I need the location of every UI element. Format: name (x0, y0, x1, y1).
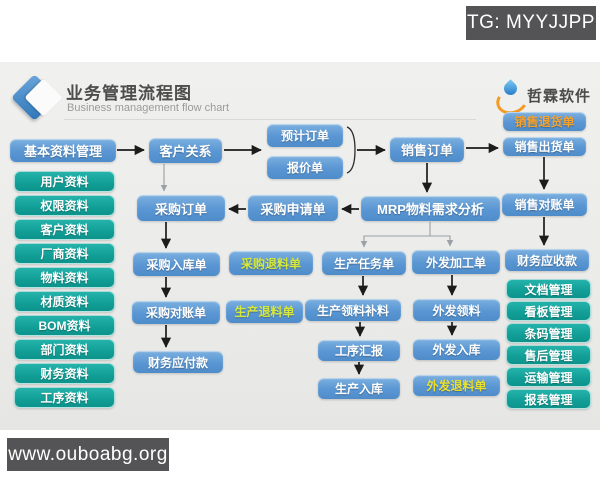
brand-logo: 哲霖软件 (492, 79, 591, 119)
node-sales-delivery: 销售出货单 (503, 137, 586, 156)
sidebar-item-permission-data: 权限资料 (14, 195, 115, 216)
tg-watermark-badge: TG: MYYJJPP (466, 6, 596, 40)
sidebar-item-department-data: 部门资料 (14, 339, 115, 360)
node-finance-payable: 财务应付款 (133, 351, 223, 373)
sidebar-item-vendor-data: 厂商资料 (14, 243, 115, 264)
menu-item-aftersales-mgmt: 售后管理 (506, 345, 591, 365)
page-title: 业务管理流程图 (66, 84, 192, 103)
node-customer-relation: 客户关系 (149, 138, 222, 163)
water-drop-icon (492, 79, 532, 119)
node-purchase-inbound: 采购入库单 (133, 252, 220, 276)
menu-item-transport-mgmt: 运输管理 (506, 367, 591, 387)
menu-item-kanban-mgmt: 看板管理 (506, 301, 591, 321)
node-forecast-order: 预计订单 (267, 124, 343, 147)
node-production-picking: 生产领料补料 (305, 299, 401, 321)
node-purchase-order: 采购订单 (137, 195, 225, 221)
node-production-inbound: 生产入库 (318, 378, 400, 399)
node-sales-statement: 销售对账单 (502, 193, 587, 216)
sidebar-item-process-data: 工序资料 (14, 387, 115, 408)
node-production-task: 生产任务单 (322, 251, 406, 275)
node-mrp-analysis: MRP物料需求分析 (361, 196, 500, 221)
blue-diamond-icon (11, 72, 65, 124)
node-finance-receivable: 财务应收款 (505, 249, 589, 271)
node-sales-order: 销售订单 (390, 137, 464, 162)
node-purchase-request: 采购申请单 (248, 195, 338, 221)
node-process-report: 工序汇报 (318, 340, 400, 361)
sidebar-item-user-data: 用户资料 (14, 171, 115, 192)
sidebar-item-customer-data: 客户资料 (14, 219, 115, 240)
sidebar-header-basic-data: 基本资料管理 (10, 139, 116, 162)
site-watermark-badge: www.ouboabg.org (7, 438, 169, 471)
node-outsource-process: 外发加工单 (412, 250, 500, 274)
node-outsource-inbound: 外发入库 (413, 339, 500, 360)
node-production-return: 生产退料单 (226, 300, 303, 323)
node-quotation: 报价单 (267, 156, 343, 179)
header-divider (64, 119, 476, 120)
node-outsource-picking: 外发领料 (413, 299, 500, 321)
sidebar-item-material-data: 物料资料 (14, 267, 115, 288)
menu-item-barcode-mgmt: 条码管理 (506, 323, 591, 343)
sidebar-item-texture-data: 材质资料 (14, 291, 115, 312)
page-subtitle: Business management flow chart (67, 102, 230, 114)
menu-item-document-mgmt: 文档管理 (506, 279, 591, 299)
node-sales-return: 销售退货单 (503, 112, 586, 131)
brand-name: 哲霖软件 (526, 87, 591, 105)
node-purchase-statement: 采购对账单 (132, 301, 220, 324)
node-outsource-return: 外发退料单 (413, 375, 500, 396)
sidebar-item-bom-data: BOM资料 (14, 315, 115, 336)
sidebar-item-finance-data: 财务资料 (14, 363, 115, 384)
node-purchase-return: 采购退料单 (229, 251, 313, 275)
menu-item-report-mgmt: 报表管理 (506, 389, 591, 409)
